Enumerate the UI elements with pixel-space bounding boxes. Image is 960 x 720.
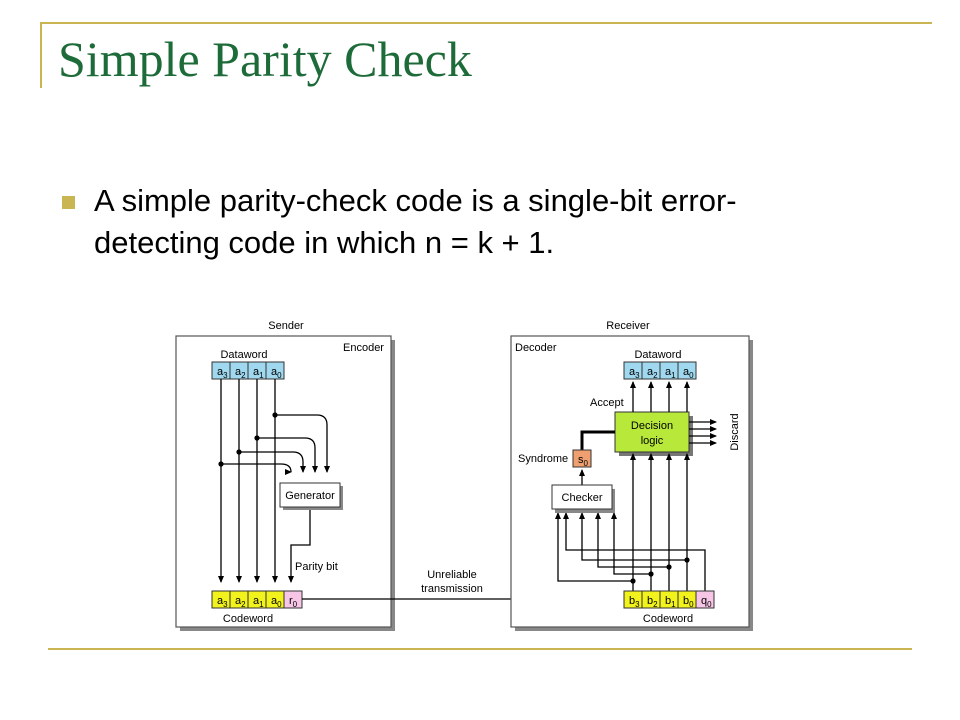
svg-text:a0: a0	[271, 595, 282, 609]
svg-text:r0: r0	[289, 595, 298, 609]
svg-text:a3: a3	[217, 366, 228, 380]
receiver-wires	[555, 381, 717, 591]
sender-junctions	[218, 412, 278, 467]
checker-label: Checker	[562, 492, 603, 504]
receiver-codeword-label: Codeword	[643, 613, 693, 625]
receiver-codeword: b3 b2 b1 b0 q0	[623, 590, 715, 609]
syndrome-label: Syndrome	[518, 453, 568, 465]
svg-text:a3: a3	[629, 366, 640, 380]
generator-label: Generator	[285, 490, 335, 502]
receiver-dataword: a3 a2 a1 a0	[623, 361, 697, 380]
sender-dataword: a3 a2 a1 a0	[211, 361, 285, 380]
receiver-dataword-label: Dataword	[634, 349, 681, 361]
svg-text:a0: a0	[683, 366, 694, 380]
channel-label-1: Unreliable	[427, 569, 477, 581]
decision-logic-label-1: Decision	[631, 420, 673, 432]
parity-bit-label: Parity bit	[295, 561, 338, 573]
top-accent-line	[40, 22, 932, 24]
bullet-text: A simple parity-check code is a single-b…	[94, 183, 737, 260]
svg-text:b3: b3	[629, 595, 640, 609]
checker-box	[551, 484, 613, 510]
syndrome-to-decision-line	[580, 430, 615, 450]
svg-text:b2: b2	[647, 595, 658, 609]
svg-text:a1: a1	[253, 595, 264, 609]
svg-text:s0: s0	[578, 454, 589, 468]
svg-text:b1: b1	[665, 595, 676, 609]
generator-box	[279, 482, 341, 508]
slide-title: Simple Parity Check	[58, 31, 472, 87]
sender-codeword: a3 a2 a1 a0 r0	[211, 590, 303, 609]
left-accent-line	[40, 22, 42, 88]
svg-text:b0: b0	[683, 595, 694, 609]
svg-text:q0: q0	[701, 595, 712, 609]
svg-text:a2: a2	[235, 366, 246, 380]
decision-logic-label-2: logic	[641, 435, 664, 447]
decoder-label: Decoder	[515, 342, 557, 354]
decoder-box	[510, 335, 750, 628]
sender-label: Sender	[268, 320, 304, 332]
svg-text:a1: a1	[665, 366, 676, 380]
accept-label: Accept	[590, 397, 624, 409]
syndrome-cell: s0	[572, 449, 592, 468]
sender-dataword-label: Dataword	[220, 349, 267, 361]
sender-codeword-label: Codeword	[223, 613, 273, 625]
encoder-box	[175, 335, 392, 628]
receiver-junctions	[630, 557, 690, 584]
encoder-label: Encoder	[343, 342, 384, 354]
svg-text:a2: a2	[647, 366, 658, 380]
bullet-marker	[62, 196, 75, 209]
channel-label-2: transmission	[421, 583, 483, 595]
receiver-label: Receiver	[606, 320, 650, 332]
svg-text:a0: a0	[271, 366, 282, 380]
svg-text:a1: a1	[253, 366, 264, 380]
discard-label: Discard	[729, 413, 741, 450]
bottom-accent-line	[48, 648, 912, 650]
svg-text:a3: a3	[217, 595, 228, 609]
svg-text:a2: a2	[235, 595, 246, 609]
